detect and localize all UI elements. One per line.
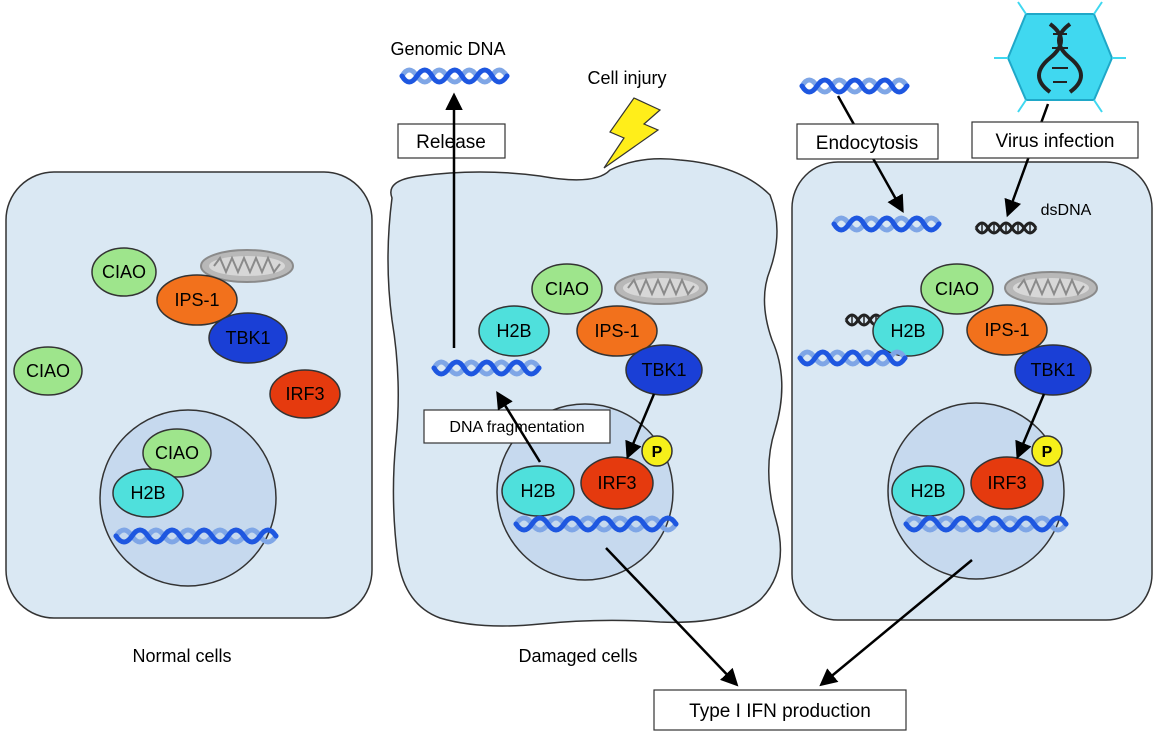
virus-infection-box <box>971 121 1139 159</box>
irf3-label: IRF3 <box>987 473 1026 493</box>
h2b-nuclear-label: H2B <box>520 481 555 501</box>
damaged-cell: CIAO H2B IPS-1 TBK1 H2B IRF3 P DNA fragm… <box>387 158 783 666</box>
phospho-badge <box>1031 435 1063 467</box>
damaged-cells-caption: Damaged cells <box>518 646 637 666</box>
ciao-free-label: CIAO <box>26 361 70 381</box>
lightning-bolt-icon <box>603 97 662 169</box>
damaged-to-ifn-arrow <box>605 547 739 687</box>
genomic-dna-icon <box>402 70 507 82</box>
mitochondrion-icon <box>614 271 708 305</box>
phospho-label: P <box>1042 444 1053 461</box>
endocytosis-label: Endocytosis <box>816 133 918 154</box>
dna-fragmentation-label: DNA fragmentation <box>449 419 584 436</box>
infected-to-ifn-arrow <box>819 559 973 687</box>
nuclear-ciao-protein <box>142 428 212 478</box>
phospho-badge <box>641 435 673 467</box>
dna-fragmentation-box <box>423 409 611 444</box>
infected-cell: dsDNA CIAO H2B IPS-1 TBK1 H2B IRF3 P <box>791 161 1153 621</box>
mitochondrion-icon <box>1004 271 1098 305</box>
release-box <box>397 123 506 159</box>
ips1-protein <box>966 304 1048 356</box>
extracellular-dna-icon <box>802 80 907 92</box>
h2b-nuclear-label: H2B <box>910 481 945 501</box>
ciao-protein <box>531 263 603 315</box>
phospho-label: P <box>652 444 663 461</box>
irf3-label: IRF3 <box>285 384 324 404</box>
type1-ifn-label: Type I IFN production <box>689 701 871 722</box>
h2b-label: H2B <box>496 321 531 341</box>
normal-cells-caption: Normal cells <box>132 646 231 666</box>
ciao-protein <box>91 247 157 297</box>
dsdna-label: dsDNA <box>1041 202 1092 219</box>
fragmentation-arrow <box>496 391 542 463</box>
h2b-label: H2B <box>890 321 925 341</box>
h2b-protein <box>478 305 550 357</box>
irf3-protein <box>970 456 1044 510</box>
type1-ifn-box <box>653 689 907 731</box>
ciao-label: CIAO <box>102 262 146 282</box>
ips1-protein <box>156 274 238 326</box>
ips1-label: IPS-1 <box>174 290 219 310</box>
h2b-protein <box>872 305 944 357</box>
nuclear-ciao-label: CIAO <box>155 443 199 463</box>
cell-injury: Cell injury <box>587 68 667 169</box>
ips1-protein <box>576 305 658 357</box>
ciao-protein-free <box>13 346 83 396</box>
tbk1-protein <box>208 312 288 364</box>
normal-cell: CIAO IPS-1 TBK1 CIAO IRF3 CIAO H2B Norma… <box>5 171 373 666</box>
h2b-protein <box>112 468 184 518</box>
virus-icon <box>994 1 1126 113</box>
virus-infection-label: Virus infection <box>996 131 1115 152</box>
ciao-label: CIAO <box>545 279 589 299</box>
tbk1-to-irf3-arrow-2 <box>1015 393 1046 460</box>
irf3-label: IRF3 <box>597 473 636 493</box>
ciao-label: CIAO <box>935 279 979 299</box>
genomic-dna-label: Genomic DNA <box>390 39 505 59</box>
uptake-pathways: Endocytosis Virus infection <box>796 1 1139 218</box>
endocytosis-box <box>796 123 939 160</box>
ifn-output: Type I IFN production <box>653 689 907 731</box>
tbk1-label: TBK1 <box>1030 360 1075 380</box>
irf3-protein <box>269 369 341 419</box>
tbk1-protein <box>625 344 703 396</box>
ips1-label: IPS-1 <box>984 320 1029 340</box>
ciao-protein <box>920 263 994 315</box>
ips1-label: IPS-1 <box>594 321 639 341</box>
cell-injury-label: Cell injury <box>587 68 666 88</box>
signaling-arrows <box>496 391 1046 687</box>
tbk1-label: TBK1 <box>641 360 686 380</box>
release-label: Release <box>416 132 486 153</box>
irf3-protein <box>580 456 654 510</box>
tbk1-protein <box>1014 344 1092 396</box>
h2b-label: H2B <box>130 483 165 503</box>
release-pathway: Genomic DNA Release <box>390 39 507 348</box>
tbk1-label: TBK1 <box>225 328 270 348</box>
tbk1-to-irf3-arrow <box>625 393 656 460</box>
